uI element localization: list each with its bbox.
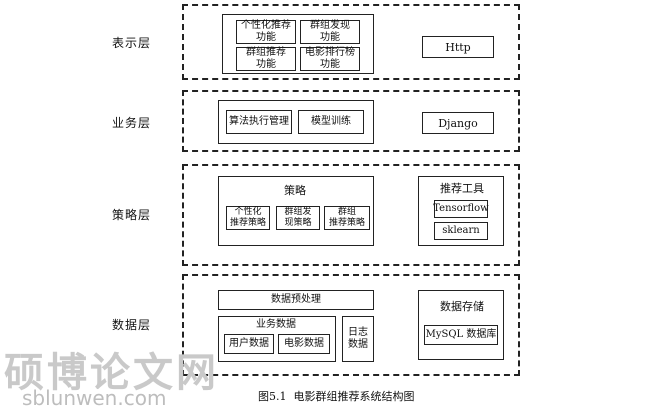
movie-data: 电影数据	[278, 334, 330, 354]
business-layer-label: 业务层	[112, 116, 152, 130]
module-algorithm-execution: 算法执行管理	[226, 110, 292, 134]
feature-movie-ranking: 电影排行榜 功能	[300, 47, 360, 71]
presentation-layer-label: 表示层	[112, 36, 152, 50]
presentation-layer-container	[182, 4, 520, 80]
feature-group-discovery: 群组发现 功能	[300, 20, 360, 44]
business-data-title: 业务数据	[256, 319, 296, 330]
tool-tensorflow: Tensorflow	[433, 200, 489, 218]
log-data: 日志 数据	[342, 316, 374, 362]
watermark-cn: 硕博论文网	[4, 350, 219, 396]
strategy-layer-label: 策略层	[112, 208, 152, 222]
data-storage-title: 数据存储	[440, 300, 484, 313]
tool-sklearn: sklearn	[434, 222, 488, 240]
recommendation-tools-title: 推荐工具	[440, 182, 484, 195]
strategy-group-discovery: 群组发 现策略	[276, 206, 320, 230]
feature-group-recommendation: 群组推荐 功能	[236, 47, 296, 71]
data-layer-container	[182, 274, 520, 376]
data-preprocessing: 数据预处理	[218, 290, 374, 310]
strategy-group-title: 策略	[284, 184, 306, 197]
user-data: 用户数据	[224, 334, 274, 354]
strategy-group-recommendation: 群组 推荐策略	[324, 206, 370, 230]
data-layer-label: 数据层	[112, 318, 152, 332]
business-layer-container	[182, 90, 520, 152]
figure-caption: 图5.1 电影群组推荐系统结构图	[258, 390, 415, 403]
watermark-en: sblunwen.com	[22, 386, 167, 410]
tech-django: Django	[422, 112, 494, 134]
mysql-database: MySQL 数据库	[424, 325, 498, 345]
tech-http: Http	[422, 36, 494, 58]
strategy-layer-container	[182, 164, 520, 266]
strategy-personalized: 个性化 推荐策略	[226, 206, 270, 230]
feature-personalized-recommendation: 个性化推荐 功能	[236, 20, 296, 44]
module-model-training: 模型训练	[298, 110, 364, 134]
